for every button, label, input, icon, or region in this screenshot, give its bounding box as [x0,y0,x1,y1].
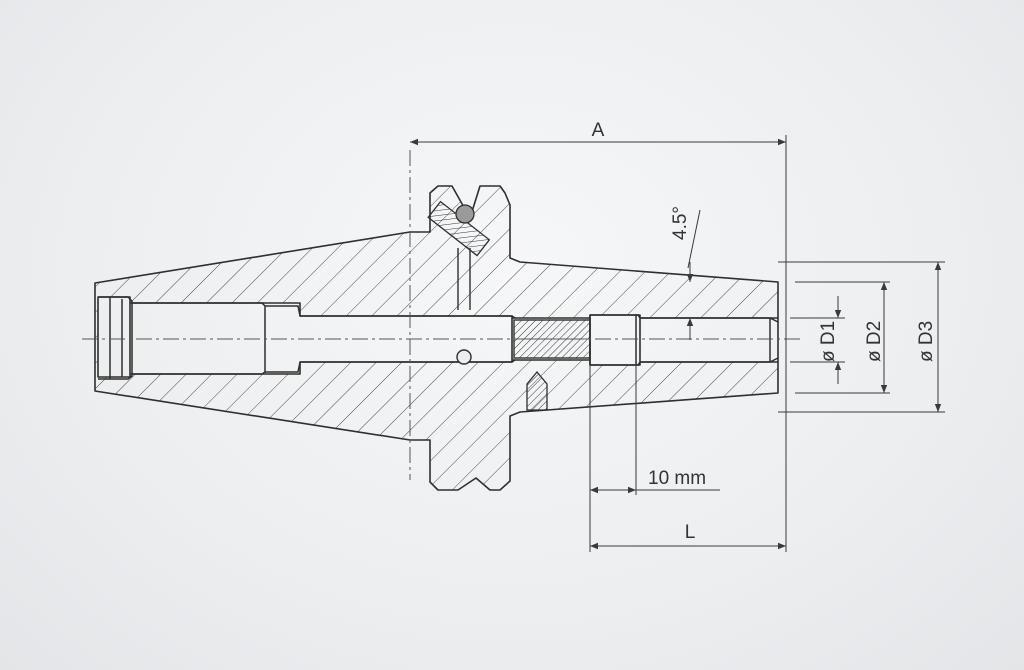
dimension-a-label: A [592,120,605,141]
diameter-d2-label: ø D2 [864,321,885,362]
angle-label: 4.5° [670,206,691,240]
center-lines [82,150,800,480]
drive-key-pin [526,370,548,411]
diameter-d3-label: ø D3 [916,321,937,362]
coolant-channel [456,248,472,365]
dimension-lines [410,135,945,552]
dimension-l-label: L [685,522,696,543]
step-length-label: 10 mm [648,468,706,489]
retention-ball-screw [427,200,491,257]
diameter-d1-label: ø D1 [818,321,839,362]
